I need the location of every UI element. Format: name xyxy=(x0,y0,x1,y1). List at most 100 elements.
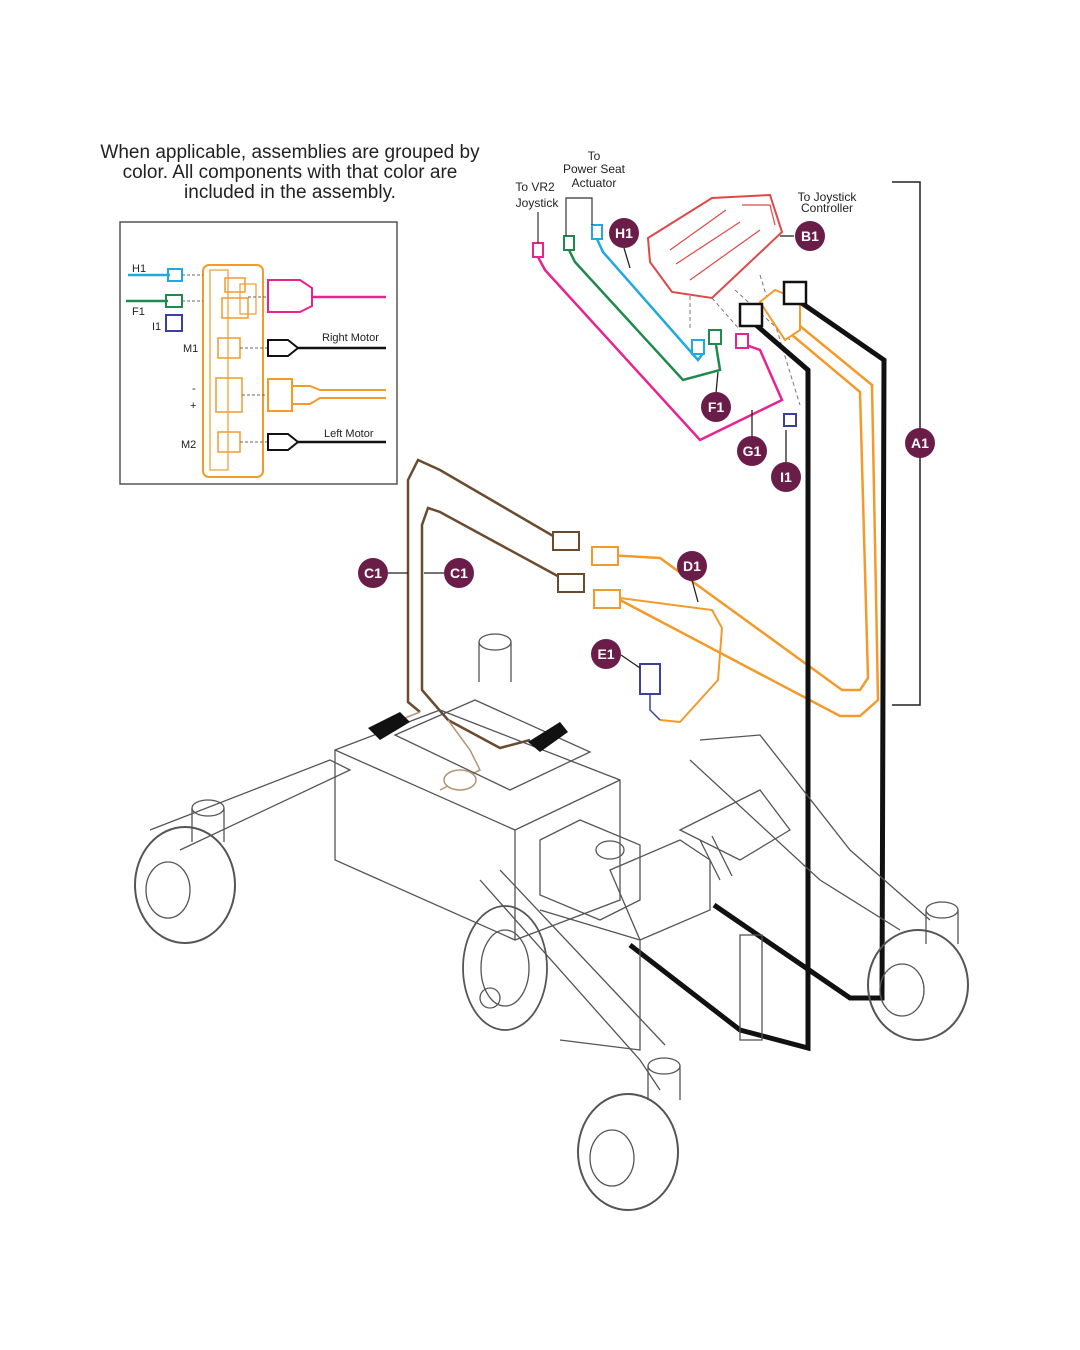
front-left-caster-post-sides xyxy=(191,808,225,842)
front-left-caster-hub xyxy=(145,861,191,919)
badge-c1-right: C1 xyxy=(444,558,474,588)
i1-jumper xyxy=(783,413,797,427)
seat-mount-block xyxy=(539,819,641,921)
upper-harness xyxy=(532,181,921,1052)
inset-label-left-motor: Left Motor xyxy=(324,428,374,440)
rear-right-arm xyxy=(689,734,931,931)
badge-i1: I1 xyxy=(771,462,801,492)
badge-a1: A1 xyxy=(905,428,935,458)
controller-inset: H1 F1 I1 M1 Right Motor - + M2 Left Moto… xyxy=(119,221,398,485)
rear-left-caster-post-sides xyxy=(478,642,512,682)
rear-right-caster-post xyxy=(925,901,959,919)
inset-left-motor-plug xyxy=(267,433,300,451)
wheelchair-base xyxy=(134,633,969,1211)
front-right-arm xyxy=(479,869,666,1091)
h1-cable xyxy=(595,238,705,362)
power-seat-leader xyxy=(565,197,593,236)
power-seat-plug-a xyxy=(563,235,575,251)
badge-b1-text: B1 xyxy=(801,228,819,244)
drive-motor-shaft xyxy=(479,987,501,1009)
inset-battery-wires xyxy=(292,385,386,405)
inset-label-i1: I1 xyxy=(152,321,161,333)
badge-d1: D1 xyxy=(677,551,707,581)
rear-suspension-spring xyxy=(699,835,733,881)
front-right-caster-post xyxy=(647,1057,681,1075)
front-left-arm xyxy=(149,759,352,851)
h1-controller-plug xyxy=(691,339,705,355)
inset-label-minus: - xyxy=(192,383,196,395)
f1-badge-leader xyxy=(715,371,719,394)
rear-right-caster-post-sides xyxy=(925,910,959,944)
inset-port-side xyxy=(239,283,257,315)
badge-i1-text: I1 xyxy=(780,469,792,485)
right-motor-controller-plug xyxy=(738,302,764,328)
right-motor-cable xyxy=(628,316,811,1052)
inset-i1-jumper xyxy=(165,314,183,332)
battery-terminal-left xyxy=(368,712,410,740)
drive-motor-left xyxy=(462,905,548,1031)
power-seat-controller-plug xyxy=(708,329,722,345)
inset-label-m1: M1 xyxy=(183,343,198,355)
badge-c1-left-text: C1 xyxy=(364,565,382,581)
vr2-controller-plug xyxy=(735,333,749,349)
inset-battery-plug xyxy=(267,378,293,412)
assembly-color-note: When applicable, assemblies are grouped … xyxy=(100,142,480,203)
drive-motor-fins xyxy=(480,929,530,1007)
rear-right-caster-hub xyxy=(879,963,925,1017)
c1-brown-cable-outer xyxy=(406,458,561,713)
battery-tray-box xyxy=(334,709,621,941)
badge-b1: B1 xyxy=(795,221,825,251)
inset-label-h1: H1 xyxy=(132,263,146,275)
inset-joystick-plug xyxy=(267,279,313,313)
front-right-caster-hub xyxy=(589,1129,635,1187)
battery-terminals xyxy=(368,712,568,791)
inset-controller-rail xyxy=(209,269,229,471)
battery-connector-lower xyxy=(593,589,621,609)
e1-badge-leader xyxy=(620,654,641,669)
callout-vr2-line1: To VR2 xyxy=(515,180,555,194)
badge-d1-text: D1 xyxy=(683,558,701,574)
callout-joystick-controller-line1: To Joystick xyxy=(798,190,858,204)
e1-circuit-breaker xyxy=(639,663,661,695)
front-right-caster-post-sides xyxy=(647,1066,681,1100)
battery-harness-wire-2 xyxy=(605,325,880,718)
actuator-column xyxy=(739,934,763,1041)
badge-h1-text: H1 xyxy=(615,225,633,241)
inset-right-motor-plug xyxy=(267,339,300,357)
controller-housing-detail xyxy=(669,209,761,281)
badge-c1-left: C1 xyxy=(358,558,388,588)
badge-g1: G1 xyxy=(737,436,767,466)
battery-tray-edges xyxy=(334,749,621,940)
h1-plug-a xyxy=(591,224,603,240)
callout-power-seat-line2: Power Seat xyxy=(563,162,626,176)
callout-power-seat-line1: To xyxy=(588,149,601,163)
badge-e1: E1 xyxy=(591,639,621,669)
c1-brown-cable-inner xyxy=(420,506,566,750)
badge-h1: H1 xyxy=(609,218,639,248)
battery-terminal-right xyxy=(528,722,568,752)
controller-dashed-leaders xyxy=(689,274,801,406)
inset-label-m2: M2 xyxy=(181,439,196,451)
battery-tray-opening xyxy=(393,699,592,791)
badge-g1-text: G1 xyxy=(743,443,762,459)
c1-connector-upper xyxy=(552,531,580,551)
rear-suspension-bracket xyxy=(678,789,791,861)
rear-right-caster-wheel xyxy=(867,929,969,1041)
drive-motor-housing xyxy=(539,909,641,1051)
joystick-controller-housing xyxy=(646,193,784,300)
vr2-joystick-plug xyxy=(532,242,544,258)
seat-mount-plate xyxy=(609,839,711,941)
badge-a1-text: A1 xyxy=(911,435,929,451)
c1-connector-lower xyxy=(557,573,585,593)
inset-port-mid xyxy=(221,297,249,319)
left-motor-cable xyxy=(712,292,887,1001)
badge-f1-text: F1 xyxy=(708,399,725,415)
inset-frame xyxy=(119,221,398,485)
inset-label-f1: F1 xyxy=(132,306,145,318)
badge-e1-text: E1 xyxy=(597,646,614,662)
badge-c1-right-text: C1 xyxy=(450,565,468,581)
badge-leaders xyxy=(388,235,794,669)
assembly-badges: H1 B1 F1 G1 I1 A1 C1 C1 D1 E1 xyxy=(358,218,935,669)
cable-callouts: To VR2 Joystick To Power Seat Actuator T… xyxy=(515,149,857,215)
